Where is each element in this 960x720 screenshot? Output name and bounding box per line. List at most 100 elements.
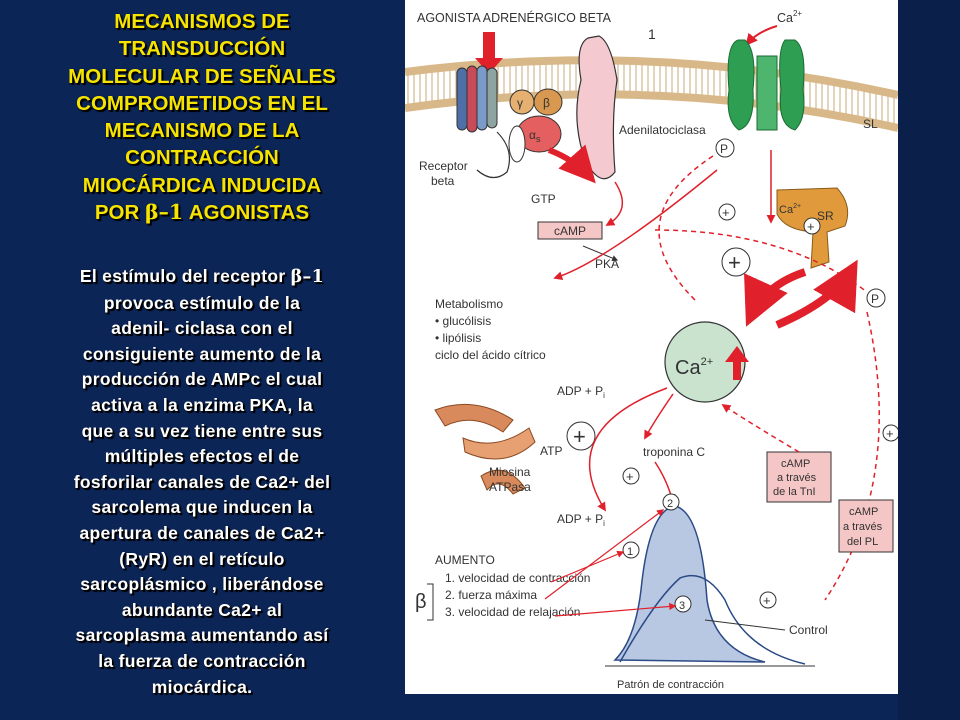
title-line: MECANISMO DE LA xyxy=(104,119,300,143)
step-number: 2 xyxy=(667,498,673,510)
title-line: MOLECULAR DE SEÑALES xyxy=(68,64,336,88)
g-protein xyxy=(508,88,563,163)
step-circle-1 xyxy=(622,541,640,559)
title-line: TRANSDUCCIÓN xyxy=(118,37,286,61)
ca-sr-label: Ca2+ xyxy=(779,203,801,216)
body-line: El estímulo del receptor xyxy=(79,266,291,286)
title-line: MIOCÁRDICA INDUCIDA xyxy=(82,173,322,197)
body-line: que a su vez tiene entre sus xyxy=(81,420,323,441)
ca-influx-arrow xyxy=(745,25,778,46)
body-line: sarcoplasma aumentando así xyxy=(75,625,329,646)
ca-superscript: 2+ xyxy=(701,356,714,368)
sr-ca-release-arrow xyxy=(744,268,807,327)
control-label: Control xyxy=(789,623,828,637)
body-line: sarcoplásmico , liberándose xyxy=(80,574,324,595)
increase-item: 2. fuerza máxima xyxy=(445,588,537,602)
atp-hydrolysis-arrow xyxy=(588,387,668,512)
svg-text:+: + xyxy=(722,205,730,220)
plus-circle-large: + xyxy=(566,421,596,451)
camp-pl-box xyxy=(838,499,894,553)
annotation-number: 1 xyxy=(648,26,656,42)
camp-pl-line: del PL xyxy=(847,536,878,548)
sr-ca-uptake-arrow xyxy=(775,259,858,329)
increase-item: 1. velocidad de contracción xyxy=(445,571,590,585)
troponin-label: troponina C xyxy=(643,445,705,459)
body-line: la fuerza de contracción xyxy=(98,650,306,671)
svg-text:+: + xyxy=(573,424,586,449)
myosin-atpase-shape xyxy=(434,403,536,495)
body-line: (RyR) en el retículo xyxy=(119,548,285,569)
explanation-text: El estímulo del receptor β–1 provoca est… xyxy=(8,264,396,700)
text-panel: MECANISMOS DE TRANSDUCCIÓN MOLECULAR DE … xyxy=(0,0,404,720)
ca-superscript: 2+ xyxy=(793,9,802,18)
dashed-feedback-path xyxy=(658,155,714,301)
adenylate-cyclase-label: Adenilatociclasa xyxy=(619,123,706,137)
ca-superscript: 2+ xyxy=(793,203,801,210)
svg-text:+: + xyxy=(728,250,741,275)
body-line: múltiples efectos el de xyxy=(104,446,300,467)
increase-arrow xyxy=(544,509,665,600)
sr-label: SR xyxy=(817,209,834,223)
phosphate-circle-pl xyxy=(866,288,886,308)
body-line: adenil- ciclasa con el xyxy=(111,318,293,339)
increase-title: AUMENTO xyxy=(435,553,495,567)
increase-beta-symbol: β xyxy=(415,591,427,613)
gamma-subunit-label: γ xyxy=(517,96,523,110)
ca-to-troponin-arrow xyxy=(644,393,674,440)
body-line: activa a la enzima PKA, la xyxy=(91,394,313,415)
gtp-label: GTP xyxy=(531,192,556,206)
title-line: MECANISMOS DE xyxy=(114,10,290,33)
agonist-arrow-icon xyxy=(475,32,503,74)
body-line: consiguiente aumento de la xyxy=(82,343,322,364)
camp-pl-line: a través xyxy=(843,521,883,533)
camp-label: cAMP xyxy=(554,224,586,238)
svg-text:+: + xyxy=(807,219,815,234)
plus-circle-large: + xyxy=(721,247,751,277)
ca-text: Ca xyxy=(675,357,701,379)
metabolism-title: Metabolismo xyxy=(435,297,503,311)
sl-label: SL xyxy=(863,117,878,131)
body-line: miocárdica. xyxy=(151,676,253,697)
ca-text: Ca xyxy=(777,11,793,25)
activation-arrow xyxy=(547,144,596,184)
plus-circle: + xyxy=(622,467,640,485)
right-edge-strip xyxy=(898,0,960,720)
myosin-label-line1: Miosina xyxy=(489,465,531,479)
body-beta-symbol: β–1 xyxy=(290,267,325,287)
body-line: apertura de canales de Ca2+ xyxy=(79,522,325,543)
title-line: CONTRACCIÓN xyxy=(125,146,279,170)
contraction-pattern-label: Patrón de contracción xyxy=(617,679,724,691)
body-line: provoca estímulo de la xyxy=(103,292,301,313)
pka-label: PKA xyxy=(595,257,619,271)
body-line: fosforilar canales de Ca2+ del xyxy=(73,471,331,492)
pi-subscript: i xyxy=(603,391,605,400)
svg-text:+: + xyxy=(763,593,771,608)
phosphate-label: P xyxy=(871,292,879,306)
title-beta-symbol: β–1 xyxy=(144,200,184,225)
atp-label: ATP xyxy=(540,444,562,458)
adp-text: ADP + P xyxy=(557,512,603,526)
body-line: producción de AMPc el cual xyxy=(81,369,323,390)
step-circle-2 xyxy=(662,493,680,511)
title-line: COMPROMETIDOS EN EL xyxy=(76,91,328,115)
alpha-s-label: αs xyxy=(529,128,541,144)
metabolism-item: ciclo del ácido cítrico xyxy=(435,348,546,362)
calcium-increase-arrow-icon xyxy=(725,346,749,380)
camp-pl-line: cAMP xyxy=(849,506,878,518)
myosin-label-line2: ATPasa xyxy=(489,480,531,494)
step-number: 3 xyxy=(679,600,685,612)
camp-tni-line: cAMP xyxy=(781,458,810,470)
ca-text: Ca xyxy=(779,204,794,216)
svg-text:+: + xyxy=(886,426,894,441)
plus-circle: + xyxy=(759,591,777,609)
title-line: POR xyxy=(94,201,145,225)
camp-tni-line: de la TnI xyxy=(773,486,816,498)
beta-receptor xyxy=(456,65,510,179)
increase-arrow xyxy=(554,602,677,617)
beta-subunit-label: β xyxy=(543,96,550,110)
ca-center-label: Ca2+ xyxy=(675,356,713,379)
increase-item: 3. velocidad de relajación xyxy=(445,605,580,619)
plus-circle: + xyxy=(882,424,900,442)
receptor-label-line1: Receptor xyxy=(419,159,468,173)
ca-top-label: Ca2+ xyxy=(777,9,802,25)
